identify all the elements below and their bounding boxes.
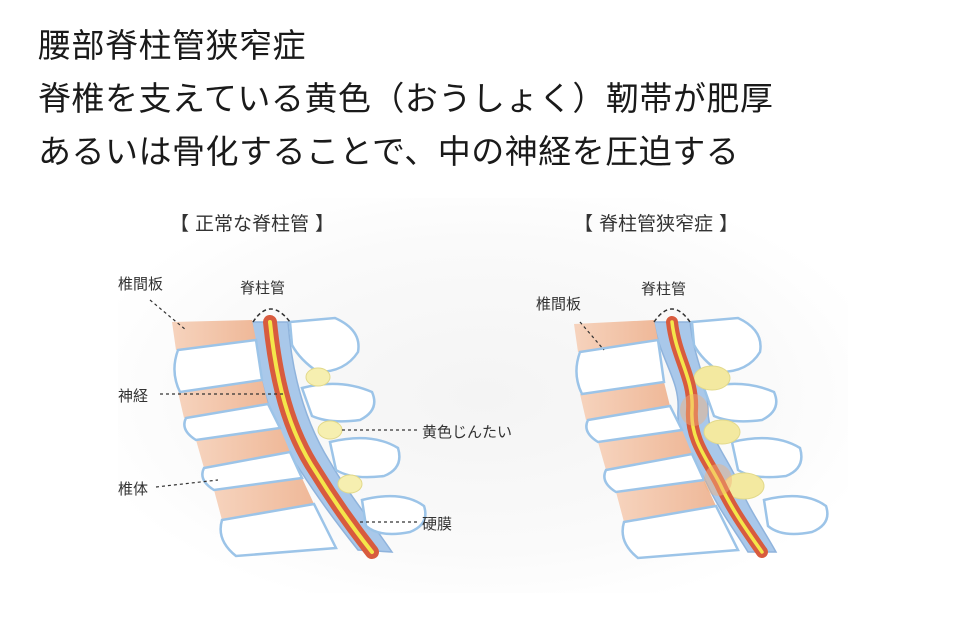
normal-disc-4: [214, 478, 314, 520]
stenosis-leader-disc: [579, 321, 605, 351]
page-title-line-1: 腰部脊柱管狭窄症: [38, 26, 306, 65]
stenosis-canal-arc: [653, 308, 691, 323]
normal-vertebral-body-3: [201, 450, 304, 492]
normal-canal-arc: [252, 308, 291, 323]
stenosis-panel-title: 【 脊柱管狭窄症 】: [574, 213, 739, 235]
normal-posterior-element-2: [300, 382, 376, 423]
normal-ligament-1: [305, 367, 331, 387]
stenosis-label-disc: 椎間板: [536, 295, 582, 313]
stenosis-vertebral-body-3: [603, 452, 706, 494]
leader-disc: [149, 299, 187, 331]
stenosis-spine: [574, 308, 829, 560]
stenosis-vertebral-body-1: [575, 338, 666, 396]
label-canal: 脊柱管: [240, 279, 286, 297]
stenosis-disc-3: [598, 430, 692, 470]
normal-disc-3: [196, 428, 290, 468]
stenosis-label-canal: 脊柱管: [641, 280, 687, 298]
stenosis-posterior-element-1: [690, 316, 762, 374]
label-dura: 硬膜: [422, 515, 453, 533]
stenosis-posterior-element-4: [762, 494, 829, 536]
normal-posterior-element-1: [288, 316, 360, 374]
stenosis-posterior-element-2: [702, 382, 778, 423]
label-ligament: 黄色じんたい: [422, 423, 513, 441]
stenosis-vertebral-body-4: [621, 504, 740, 560]
normal-posterior-element-3: [328, 436, 401, 479]
normal-ligament-3: [337, 474, 363, 494]
compression-glow-2: [704, 464, 732, 496]
normal-vertebral-body-4: [219, 502, 338, 558]
stenosis-nerve-core: [670, 320, 764, 554]
label-vertebral-body: 椎体: [118, 480, 149, 498]
leader-body: [155, 479, 219, 488]
normal-posterior-element-4: [360, 494, 427, 536]
normal-spine: [149, 299, 427, 559]
page-title-line-2: 脊椎を支えている黄色（おうしょく）靭帯が肥厚: [38, 79, 774, 118]
stenosis-vertebral-body-2: [585, 404, 684, 444]
stenosis-ligament-2: [703, 419, 741, 445]
stenosis-disc-4: [616, 480, 716, 522]
stenosis-ligament-1: [693, 365, 731, 391]
page-title-line-3: あるいは骨化することで、中の神経を圧迫する: [38, 132, 740, 171]
stenosis-posterior-element-3: [730, 436, 803, 479]
stenosis-disc-1: [574, 320, 658, 352]
label-nerve: 神経: [118, 387, 149, 405]
normal-vertebral-body-2: [183, 402, 282, 442]
normal-ligament-2: [317, 420, 343, 440]
normal-panel-title: 【 正常な脊柱管 】: [170, 213, 335, 235]
normal-vertebral-body-1: [173, 338, 264, 394]
compression-glow-1: [680, 394, 708, 426]
normal-nerve-core: [268, 320, 374, 554]
label-disc: 椎間板: [118, 275, 164, 293]
